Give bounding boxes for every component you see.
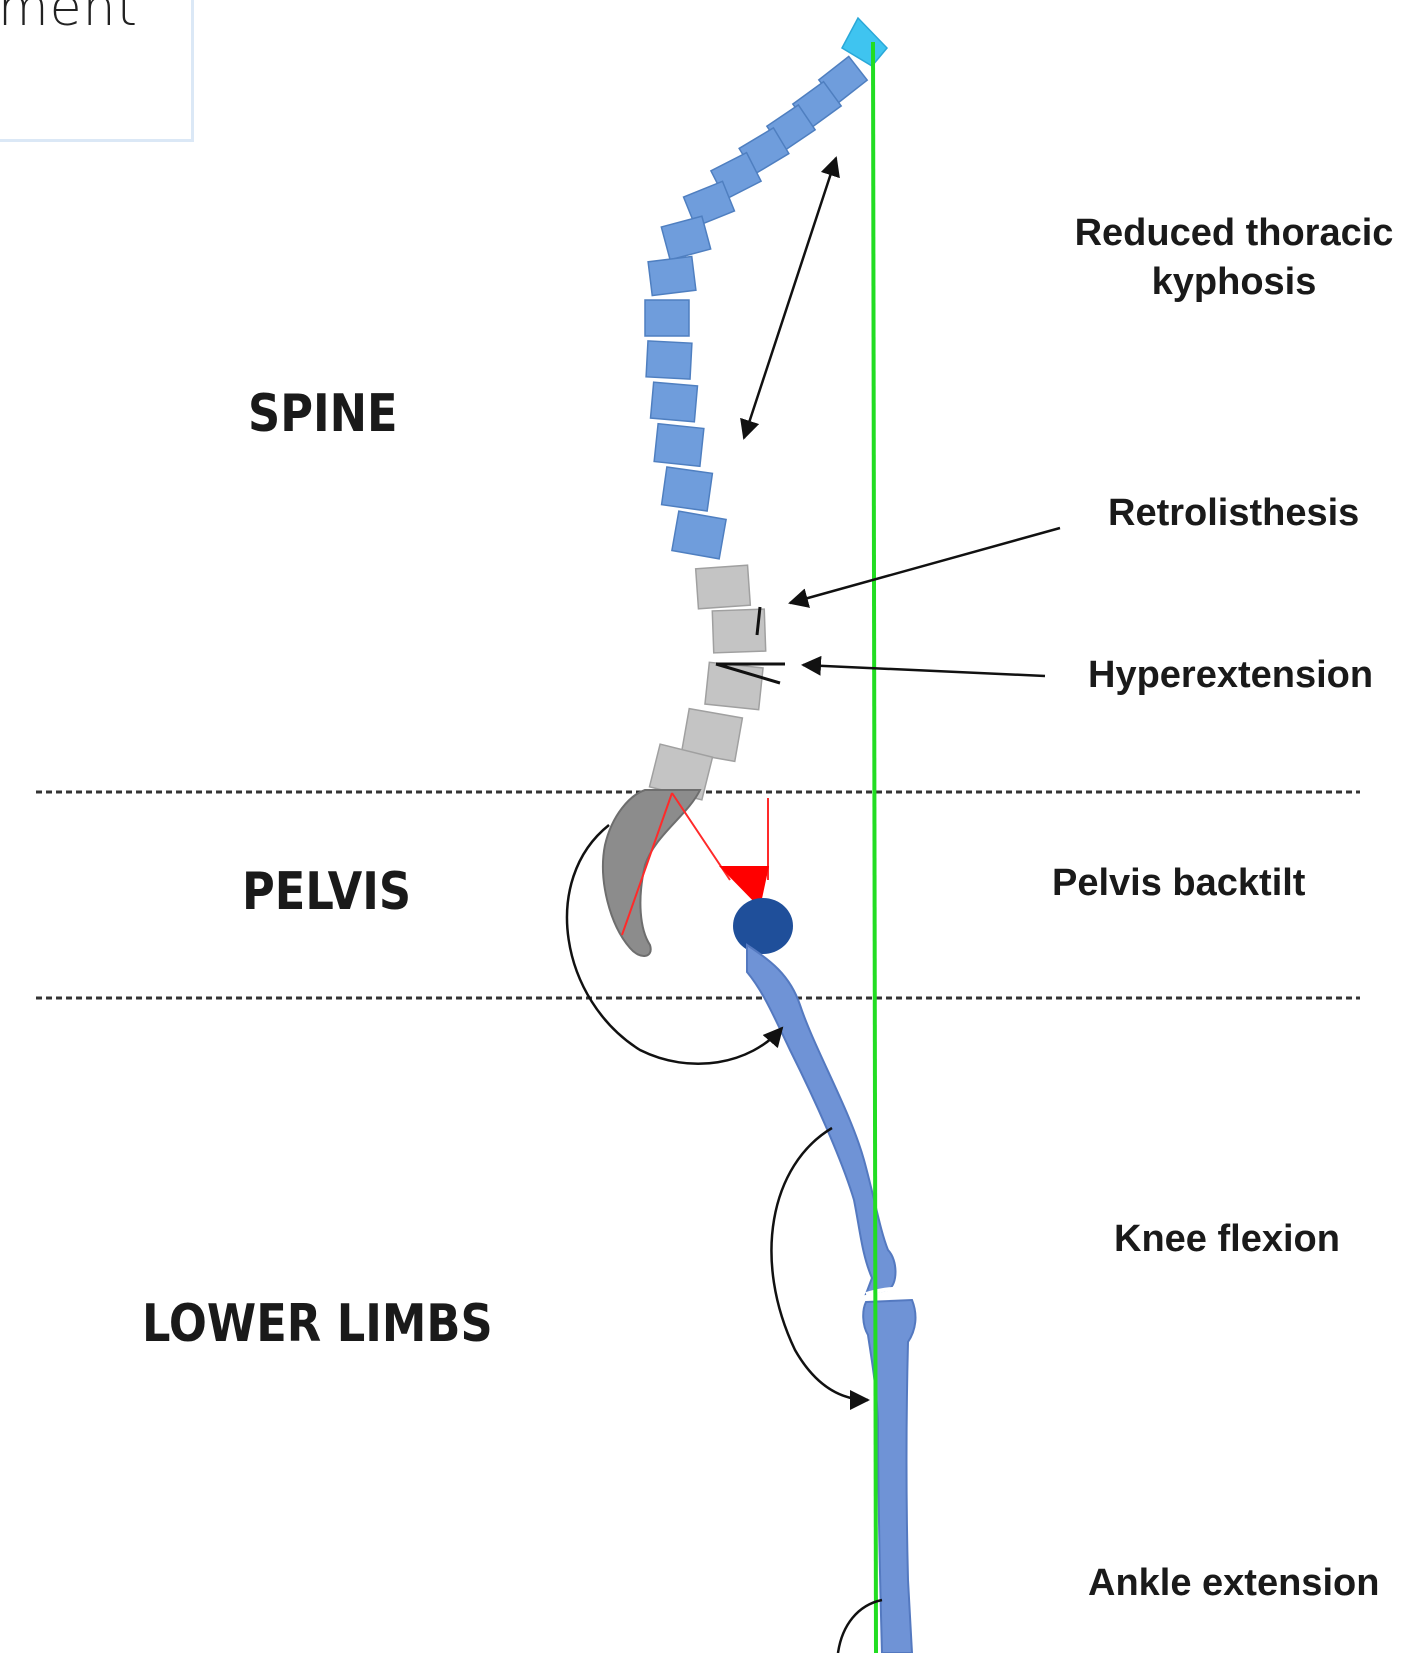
retrolisthesis-arrow (790, 528, 1060, 603)
vertebra (662, 467, 713, 511)
plumb-line (873, 42, 876, 1653)
annotation-thoracic-line1: Reduced thoracic (1064, 212, 1404, 255)
vertebra (661, 216, 710, 260)
lumbar-vertebra (696, 565, 751, 609)
thoracic-spine (645, 18, 887, 559)
lumbar-spine (649, 565, 765, 800)
annotation-pelvis-backtilt: Pelvis backtilt (1052, 862, 1305, 905)
vertebra (646, 341, 692, 379)
femoral-head (733, 898, 793, 954)
annotation-thoracic-line2: kyphosis (1064, 261, 1404, 304)
vertebra (648, 256, 696, 295)
region-label-pelvis: PELVIS (242, 862, 411, 922)
annotation-reduced-thoracic-kyphosis: Reduced thoracic kyphosis (1064, 212, 1404, 304)
annotation-hyperextension: Hyperextension (1088, 654, 1373, 697)
region-label-lower-limbs: LOWER LIMBS (142, 1294, 493, 1354)
annotation-ankle-extension: Ankle extension (1088, 1562, 1379, 1605)
tibia (863, 1300, 915, 1653)
thoracic-double-arrow (744, 158, 836, 438)
vertebra (651, 382, 698, 422)
vertebra (672, 511, 726, 559)
vertebra (654, 424, 704, 467)
annotation-retrolisthesis: Retrolisthesis (1108, 492, 1359, 535)
region-label-spine: SPINE (248, 384, 398, 444)
vertebra (645, 300, 689, 336)
annotation-knee-flexion: Knee flexion (1114, 1218, 1340, 1261)
hyperextension-arrow (803, 665, 1045, 676)
